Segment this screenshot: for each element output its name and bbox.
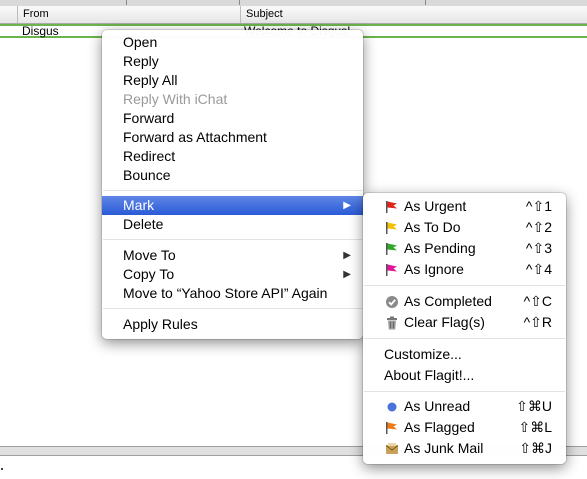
orange-flag-icon [385,421,399,435]
menu-item-forward-attachment[interactable]: Forward as Attachment [123,129,267,145]
menu-item-delete[interactable]: Delete [123,216,164,232]
toolbar-segment [0,0,127,5]
shortcut-label: ^⇧R [523,314,552,330]
submenu-item-as-ignore[interactable]: As Ignore ^⇧4 [363,260,566,279]
menu-item-reply-all[interactable]: Reply All [123,72,178,88]
submenu-item-label: As Junk Mail [404,440,484,456]
toolbar-segment [240,0,426,5]
submenu-item-as-junk-mail[interactable]: As Junk Mail ⇧⌘J [363,439,566,458]
menu-item-copy-to[interactable]: Copy To ▶ [102,265,363,284]
submenu-item-label: As Urgent [404,198,467,214]
menu-item-copy-to-label: Copy To [123,266,175,282]
shortcut-label: ⇧⌘J [519,440,552,456]
menu-item-mark-label: Mark [123,197,155,213]
column-subject[interactable]: Subject [240,6,587,23]
submenu-item-as-completed[interactable]: As Completed ^⇧C [363,292,566,311]
submenu-item-label: As Flagged [404,419,475,435]
shortcut-label: ^⇧1 [525,198,552,214]
menu-item-redirect[interactable]: Redirect [123,148,176,164]
submenu-item-label: Clear Flag(s) [404,314,485,330]
submenu-item-as-unread[interactable]: As Unread ⇧⌘U [363,397,566,416]
submenu-item-as-todo[interactable]: As To Do ^⇧2 [363,218,566,237]
submenu-item-as-flagged[interactable]: As Flagged ⇧⌘L [363,418,566,437]
unread-dot-icon [385,400,399,414]
menu-item-mark[interactable]: Mark ▶ [102,196,363,215]
pink-flag-icon [385,263,399,277]
menu-item-move-to[interactable]: Move To ▶ [102,246,363,265]
submenu-item-label: As Unread [404,398,471,414]
message-from: Disgus [22,24,59,38]
shortcut-label: ^⇧2 [525,219,552,235]
submenu-item-as-pending[interactable]: As Pending ^⇧3 [363,239,566,258]
submenu-item-clear-flags[interactable]: Clear Flag(s) ^⇧R [363,313,566,332]
mark-submenu: As Urgent ^⇧1 As To Do ^⇧2 As Pending ^⇧… [363,193,566,464]
message-list-header: From Subject [0,6,587,24]
menu-item-forward[interactable]: Forward [123,110,175,126]
junk-mail-icon [385,442,399,456]
submenu-item-label: As Completed [404,293,492,309]
submenu-item-label: As Ignore [404,261,464,277]
menu-separator [364,338,565,339]
menu-item-reply[interactable]: Reply [123,53,159,69]
menu-item-move-again[interactable]: Move to “Yahoo Store API” Again [123,285,328,301]
trash-icon [385,316,399,330]
column-status[interactable] [0,6,17,23]
context-menu: Open Reply Reply All Reply With iChat Fo… [102,30,363,339]
menu-separator [364,285,565,286]
submenu-arrow-icon: ▶ [343,200,351,211]
submenu-item-as-urgent[interactable]: As Urgent ^⇧1 [363,197,566,216]
yellow-flag-icon [385,221,399,235]
shortcut-label: ^⇧4 [525,261,552,277]
toolbar-segment [127,0,240,5]
menu-item-apply-rules[interactable]: Apply Rules [123,316,198,332]
menu-separator [364,391,565,392]
submenu-item-about-flagit[interactable]: About Flagit!... [384,367,475,383]
submenu-item-label: As To Do [404,219,461,235]
submenu-item-label: As Pending [404,240,476,256]
shortcut-label: ⇧⌘U [516,398,552,414]
submenu-arrow-icon: ▶ [343,269,351,280]
menu-separator [103,308,362,309]
shortcut-label: ^⇧C [523,293,552,309]
preview-divider[interactable] [0,446,587,456]
menu-item-reply-ichat: Reply With iChat [123,91,228,107]
submenu-arrow-icon: ▶ [343,250,351,261]
checkmark-icon [385,295,399,309]
menu-item-bounce[interactable]: Bounce [123,167,171,183]
menu-item-move-to-label: Move To [123,247,176,263]
menu-item-open[interactable]: Open [123,34,158,50]
status-dot [1,468,3,470]
shortcut-label: ^⇧3 [525,240,552,256]
submenu-item-customize[interactable]: Customize... [384,346,462,362]
column-from[interactable]: From [17,6,240,23]
menu-separator [103,190,362,191]
red-flag-icon [385,200,399,214]
green-flag-icon [385,242,399,256]
menu-separator [103,239,362,240]
shortcut-label: ⇧⌘L [518,419,552,435]
